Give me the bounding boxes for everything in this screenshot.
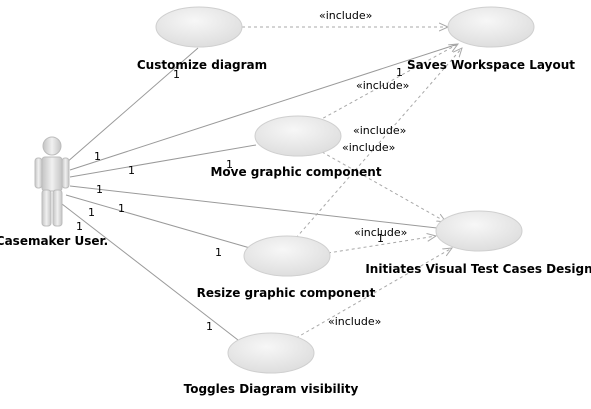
include-label-toggles-initiates: «include» — [328, 315, 381, 328]
usecase-resize-ellipse[interactable] — [243, 235, 331, 277]
assoc-saves — [69, 43, 459, 171]
usecase-move-ellipse[interactable] — [254, 115, 342, 157]
mult-saves-end: 1 — [396, 66, 403, 79]
mult-initiates-end: 1 — [377, 232, 384, 245]
mult-actor-toggles: 1 — [76, 220, 83, 233]
usecase-toggles-label: Toggles Diagram visibility — [184, 382, 359, 396]
mult-actor-customize: 1 — [94, 150, 101, 163]
include-label-resize-initiates: «include» — [354, 226, 407, 239]
actor-label: Casemaker User. — [0, 234, 108, 248]
usecase-saves-ellipse[interactable] — [447, 6, 535, 48]
actor-right-arm — [61, 157, 70, 189]
assoc-toggles — [61, 203, 239, 341]
mult-toggles-end: 1 — [206, 320, 213, 333]
usecase-move-label: Move graphic component — [210, 165, 381, 179]
include-resize-saves — [295, 48, 462, 239]
usecase-resize-label: Resize graphic component — [197, 286, 376, 300]
assoc-resize — [65, 194, 251, 249]
actor-left-leg — [41, 189, 52, 227]
mult-customize-end: 1 — [173, 68, 180, 81]
actor-body — [41, 156, 63, 192]
include-move-saves — [317, 44, 458, 122]
mult-actor-move: 1 — [128, 164, 135, 177]
include-label-customize-saves: «include» — [319, 9, 372, 22]
include-toggles-initiates — [295, 248, 452, 339]
usecase-initiates-label: Initiates Visual Test Cases Design — [365, 262, 591, 276]
actor-head — [42, 136, 62, 156]
usecase-customize-label: Customize diagram — [137, 58, 267, 72]
usecase-toggles-ellipse[interactable] — [227, 332, 315, 374]
include-label-resize-saves: «include» — [353, 124, 406, 137]
usecase-initiates-ellipse[interactable] — [435, 210, 523, 252]
include-label-move-initiates: «include» — [342, 141, 395, 154]
mult-actor-resize: 1 — [118, 202, 125, 215]
mult-move-end: 1 — [226, 158, 233, 171]
include-label-move-saves: «include» — [356, 79, 409, 92]
mult-actor-saves: 1 — [88, 206, 95, 219]
assoc-customize — [65, 47, 199, 164]
mult-resize-end: 1 — [215, 246, 222, 259]
actor-left-arm — [34, 157, 43, 189]
usecase-customize-ellipse[interactable] — [155, 6, 243, 48]
actor-right-leg — [52, 189, 63, 227]
usecase-saves-label: Saves Workspace Layout — [407, 58, 575, 72]
assoc-move — [69, 144, 257, 178]
include-resize-initiates — [327, 236, 436, 254]
mult-actor-initiates: 1 — [96, 183, 103, 196]
actor-figure[interactable] — [34, 136, 70, 227]
assoc-initiates — [69, 185, 438, 229]
